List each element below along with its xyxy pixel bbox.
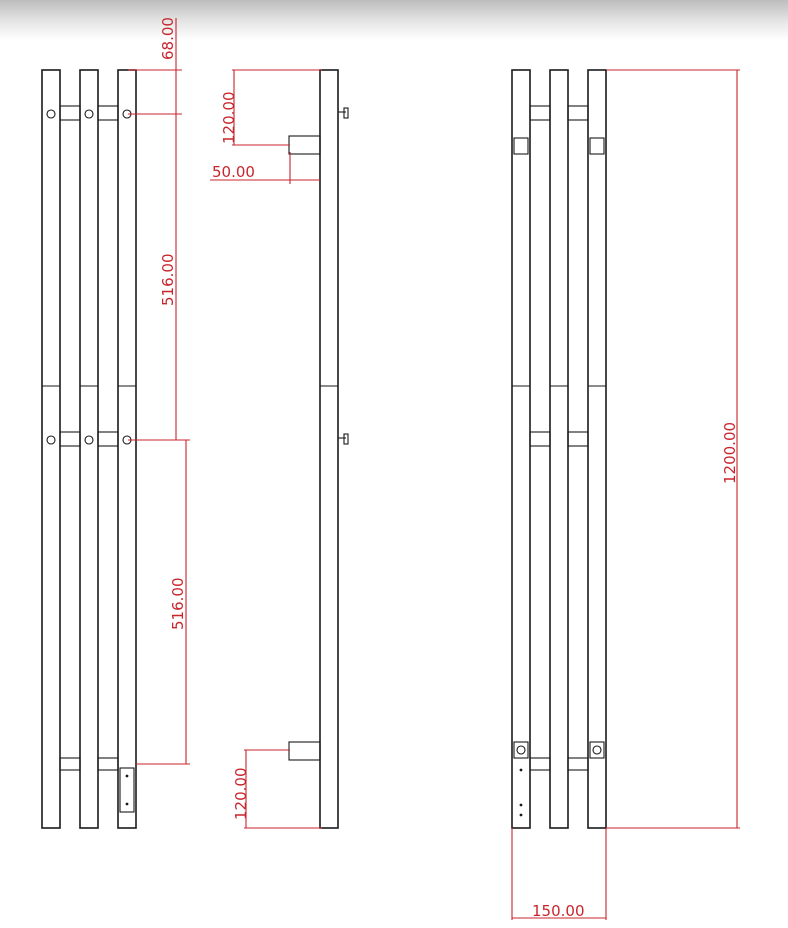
front-bracket-bottom-1 (59, 757, 81, 771)
rear-mount-top-1 (513, 137, 529, 155)
front-hole (46, 435, 56, 445)
rear-dot (519, 768, 523, 772)
rear-bracket-bottom-1 (529, 757, 551, 771)
front-hole (84, 109, 94, 119)
rear-bar-3 (587, 69, 607, 829)
front-bar-3 (117, 69, 137, 829)
rear-mount-bottom-1 (513, 741, 529, 759)
dim-label-width: 150.00 (532, 902, 585, 920)
side-view (288, 69, 349, 829)
switch-dot (125, 802, 129, 806)
front-bar-1 (41, 69, 61, 829)
rear-mount-hole (592, 745, 602, 755)
dim-label-spacing-1: 516.00 (159, 254, 177, 307)
side-bracket-bottom (288, 741, 321, 761)
rear-dimensions: 1200.00 150.00 (511, 69, 740, 920)
front-bracket-bottom-2 (97, 757, 119, 771)
rear-bar-2 (549, 69, 569, 829)
rear-mount-bottom-2 (589, 741, 605, 759)
rear-mount-hole (516, 745, 526, 755)
rear-bracket-mid-2 (567, 431, 589, 447)
front-bracket-mid-2 (97, 431, 119, 447)
front-dimensions: 68.00 516.00 516.00 (128, 17, 190, 765)
side-bracket-top (288, 135, 321, 155)
front-bracket-top-2 (97, 105, 119, 121)
rear-bracket-bottom-2 (567, 757, 589, 771)
front-bar-2 (79, 69, 99, 829)
front-bracket-mid-1 (59, 431, 81, 447)
rear-bracket-mid-1 (529, 431, 551, 447)
rear-dot (519, 803, 523, 807)
side-dimensions: 120.00 50.00 120.00 (210, 69, 322, 829)
rear-bracket-top-1 (529, 105, 551, 121)
side-bar (319, 69, 339, 829)
switch-dot (125, 774, 129, 778)
front-view (41, 69, 137, 829)
front-hole (84, 435, 94, 445)
rear-dot (519, 813, 523, 817)
side-pin-head (343, 433, 349, 445)
dim-label-bracket-top: 120.00 (220, 92, 238, 145)
rear-mount-top-2 (589, 137, 605, 155)
dim-label-spacing-2: 516.00 (169, 578, 187, 631)
front-switch-box (119, 767, 135, 813)
front-hole (46, 109, 56, 119)
rear-bracket-top-2 (567, 105, 589, 121)
front-bracket-top-1 (59, 105, 81, 121)
rear-bar-1 (511, 69, 531, 829)
dim-label-bracket-bottom: 120.00 (232, 768, 250, 821)
dim-label-total-height: 1200.00 (721, 422, 739, 484)
side-pin-head (343, 107, 349, 119)
dim-label-wall-gap: 50.00 (212, 163, 255, 181)
dim-label-top-offset: 68.00 (159, 17, 177, 60)
rear-view (511, 69, 607, 829)
